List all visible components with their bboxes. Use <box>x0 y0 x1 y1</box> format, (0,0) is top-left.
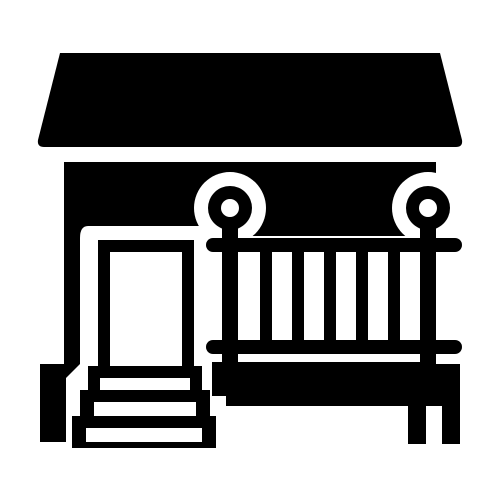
rail-bottom <box>206 340 462 354</box>
door <box>110 252 182 370</box>
rail-top <box>206 238 462 252</box>
post-cap-right-hole <box>419 199 437 217</box>
porch-floor <box>212 364 460 396</box>
baluster <box>292 252 304 340</box>
baluster <box>388 252 400 340</box>
post-right <box>420 226 436 366</box>
post-cap-left-hole <box>221 199 239 217</box>
step-bottom-inner <box>86 428 202 442</box>
baluster <box>356 252 368 340</box>
porch-leg-inner <box>426 406 442 444</box>
post-left <box>222 226 238 366</box>
roof <box>37 53 463 147</box>
baluster <box>324 252 336 340</box>
baluster <box>260 252 272 340</box>
step-middle-inner <box>94 402 196 418</box>
